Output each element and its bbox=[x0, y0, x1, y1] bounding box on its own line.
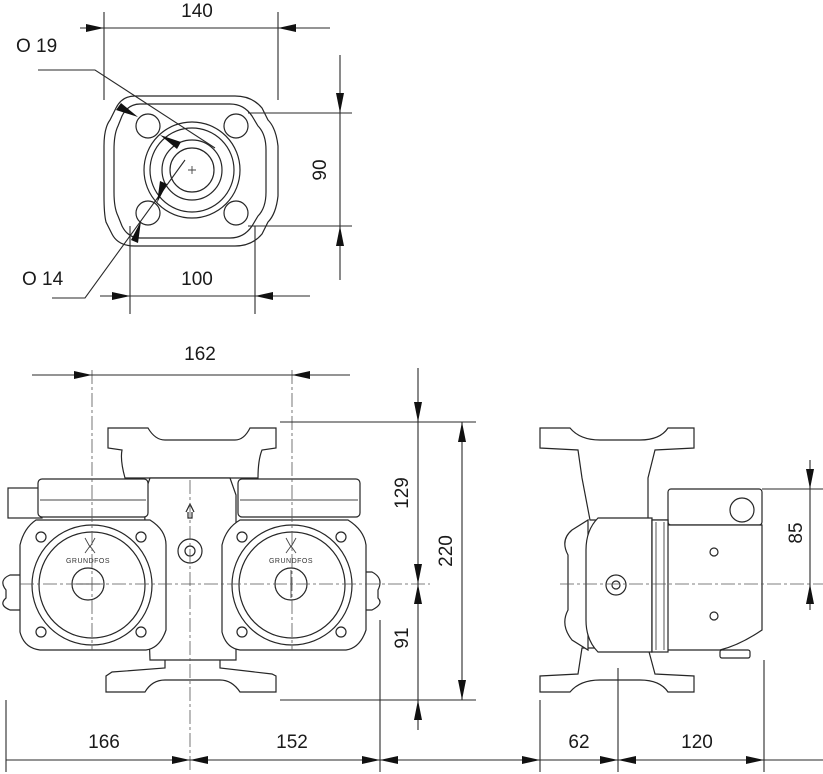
bolt-hole-top-left bbox=[135, 113, 161, 139]
dim-label-129: 129 bbox=[392, 477, 413, 509]
flange-bore bbox=[169, 147, 215, 193]
dim-label-62: 62 bbox=[568, 732, 589, 753]
bolt-hole-bottom-right bbox=[223, 200, 249, 226]
dim-label-152: 152 bbox=[276, 732, 308, 753]
right-terminal-box bbox=[237, 478, 361, 518]
front-view: GRUNDFOS GRUNDFOS bbox=[2, 344, 823, 772]
bolt-hole-bottom-left bbox=[135, 200, 161, 226]
top-view: 140 O 19 90 O 14 100 bbox=[16, 1, 352, 314]
bolt-hole-top-right bbox=[223, 113, 249, 139]
left-brand-logo: GRUNDFOS bbox=[66, 558, 110, 565]
dim-label-100: 100 bbox=[181, 269, 213, 290]
side-pump-head bbox=[585, 517, 653, 653]
right-brand-logo: GRUNDFOS bbox=[269, 558, 313, 565]
left-terminal-box bbox=[37, 478, 149, 518]
inlet-flange bbox=[107, 427, 277, 479]
dim-label-120: 120 bbox=[681, 732, 713, 753]
side-terminal-box bbox=[667, 488, 763, 526]
side-motor-body bbox=[651, 519, 763, 653]
dim-label-85: 85 bbox=[786, 522, 807, 543]
flange-outline bbox=[103, 95, 279, 247]
dim-label-hole-14: O 14 bbox=[22, 269, 64, 290]
dim-label-140: 140 bbox=[181, 1, 213, 22]
outlet-flange bbox=[105, 647, 277, 693]
side-outlet-flange bbox=[539, 647, 695, 693]
side-view: 62 120 85 bbox=[522, 427, 823, 772]
flange-ring-outer bbox=[143, 121, 241, 219]
dim-label-162: 162 bbox=[184, 344, 216, 365]
side-inlet-flange bbox=[539, 427, 695, 521]
right-motor-housing bbox=[221, 519, 367, 651]
dim-label-90: 90 bbox=[310, 159, 331, 180]
dim-label-166: 166 bbox=[88, 732, 120, 753]
dim-label-91: 91 bbox=[392, 627, 413, 648]
side-vent-plug bbox=[605, 574, 627, 596]
left-motor-housing bbox=[19, 519, 167, 651]
dim-label-220: 220 bbox=[436, 535, 457, 567]
dim-label-hole-19: O 19 bbox=[16, 36, 57, 57]
flange-ring-inner bbox=[161, 139, 223, 201]
